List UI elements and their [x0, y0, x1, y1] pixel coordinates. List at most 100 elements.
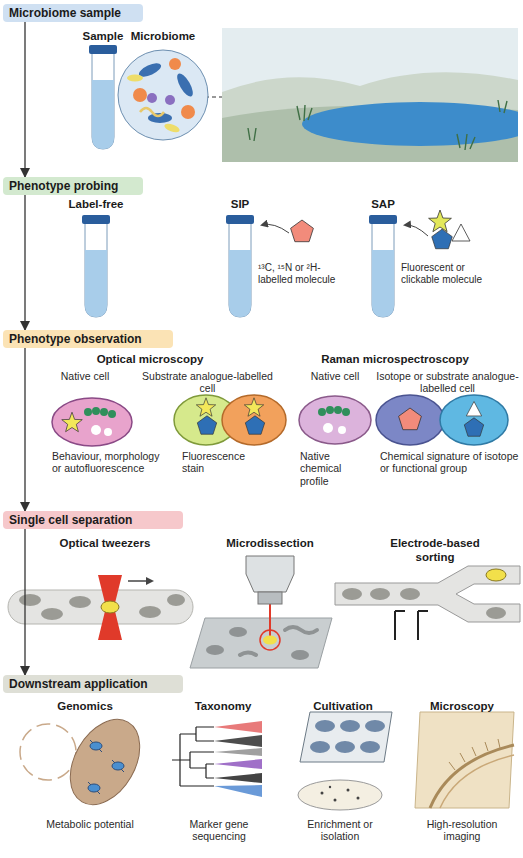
sip-tube-part [229, 223, 251, 317]
phylogenetic-tree-part [214, 785, 262, 797]
electrode-sorter-part [370, 588, 390, 600]
panel-heading: Raman microspectroscopy [300, 353, 490, 367]
optical-tweezers-part [128, 580, 152, 582]
culture-plate-part [310, 741, 330, 753]
raman-native-cell-part [326, 406, 334, 414]
labelled-cell-part [196, 398, 215, 416]
microdissection-part [246, 556, 294, 592]
culture-plate-part [300, 712, 392, 762]
panel-heading: SAP [363, 198, 403, 212]
culture-plate-part [298, 780, 382, 810]
caption-text: Isotope or substrate analogue-labelled c… [375, 370, 520, 395]
native-cell-part [84, 408, 92, 416]
sap-tube-part [369, 215, 397, 224]
optical-tweezers-part [101, 601, 119, 613]
genomics-icon-part [56, 707, 154, 817]
culture-plate-part [360, 741, 380, 753]
sample-tube-part [89, 45, 117, 54]
native-cell-part [62, 412, 83, 432]
native-cell [52, 398, 132, 446]
caption-text: ¹³C, ¹⁵N or ²H-labelled molecule [258, 262, 340, 286]
labelled-cell-part [197, 416, 216, 434]
optical-tweezers-part [167, 594, 185, 606]
lake-landscape-part [248, 100, 507, 150]
stained-cell-part [245, 416, 264, 434]
panel-heading: Sample [73, 30, 133, 44]
culture-plate-part [335, 741, 355, 753]
panel-heading: Label-free [60, 198, 132, 212]
sip-tube-part [226, 215, 254, 224]
sample-tube [89, 45, 117, 149]
caption-text: Native cell [45, 370, 125, 382]
caption-text: Native chemical profile [300, 450, 372, 487]
microbiome-circle-part [181, 105, 195, 119]
electrode-sorter [335, 566, 520, 640]
genomics-icon-part [88, 782, 100, 794]
culture-plate [298, 712, 392, 810]
raman-native-cell-part [338, 426, 346, 434]
isotope-cell [376, 395, 444, 445]
micrograph-part [449, 739, 500, 770]
electrode-sorter-part [486, 607, 506, 619]
phylogenetic-tree-part [214, 748, 262, 756]
microdissection-part [285, 627, 317, 633]
phylogenetic-tree-part [214, 721, 262, 733]
stained-cell-part [244, 398, 263, 416]
isotope-molecule [262, 220, 313, 242]
micrograph-part [430, 745, 514, 808]
caption-text: Native cell [295, 370, 375, 382]
isotope-molecule-part [262, 224, 289, 233]
genomics-icon [20, 707, 154, 817]
label-free-tube-part [85, 250, 107, 317]
sip-tube [226, 215, 254, 317]
microbiome-circle-part [169, 58, 181, 70]
caption-text: Behaviour, morphology or autofluorescenc… [52, 450, 162, 475]
analogue-molecule-part [405, 225, 428, 236]
label-free-tube-part [82, 215, 110, 224]
microbiome-circle-part [147, 93, 157, 103]
analogue-molecule-part [429, 210, 452, 232]
phylogenetic-tree [172, 721, 262, 797]
label-free-tube [82, 215, 110, 317]
caption-text: Chemical signature of isotope or functio… [380, 450, 520, 475]
genomics-icon-part [112, 760, 124, 772]
panel-heading: Genomics [40, 700, 130, 714]
raman-native-cell-part [323, 423, 333, 433]
microdissection-part [291, 650, 309, 660]
raman-native-cell-part [318, 408, 326, 416]
flow-arrow [24, 348, 25, 511]
microbiome-circle-part [133, 88, 147, 102]
electrode-sorter-part [342, 588, 362, 600]
section-band: Downstream application [3, 675, 183, 693]
culture-plate-part [340, 720, 360, 732]
analogue-cell-part [464, 418, 483, 436]
caption-text: Enrichment or isolation [295, 818, 385, 843]
phylogenetic-tree-part [214, 735, 262, 747]
microdissection-part [260, 630, 280, 650]
microbiome-circle-part [163, 122, 180, 134]
phylogenetic-tree-part [172, 727, 214, 794]
panel-heading: Taxonomy [178, 700, 268, 714]
electrode-sorter-part [395, 611, 428, 640]
panel-heading: Microscopy [417, 700, 507, 714]
microdissection-part [258, 592, 282, 604]
flow-arrow [24, 529, 25, 675]
culture-plate-part [315, 720, 335, 732]
panel-heading: Microbiome [118, 30, 208, 44]
electrode-sorter-part [335, 566, 520, 622]
panel-heading: SIP [220, 198, 260, 212]
stained-cell [222, 395, 286, 445]
culture-plate-part [334, 799, 337, 802]
section-band: Phenotype observation [3, 330, 173, 348]
phylogenetic-tree-part [214, 773, 262, 783]
sap-tube [369, 215, 397, 317]
microdissection-part [263, 636, 277, 645]
section-title: Single cell separation [9, 513, 132, 527]
sip-tube-part [229, 250, 251, 317]
analogue-molecule-part [452, 224, 470, 241]
microbiome-circle-part [174, 71, 196, 99]
microdissection-part [190, 618, 332, 668]
optical-tweezers-part [98, 575, 122, 640]
caption-text: Fluorescence stain [182, 450, 254, 475]
microdissection-part [240, 653, 256, 656]
